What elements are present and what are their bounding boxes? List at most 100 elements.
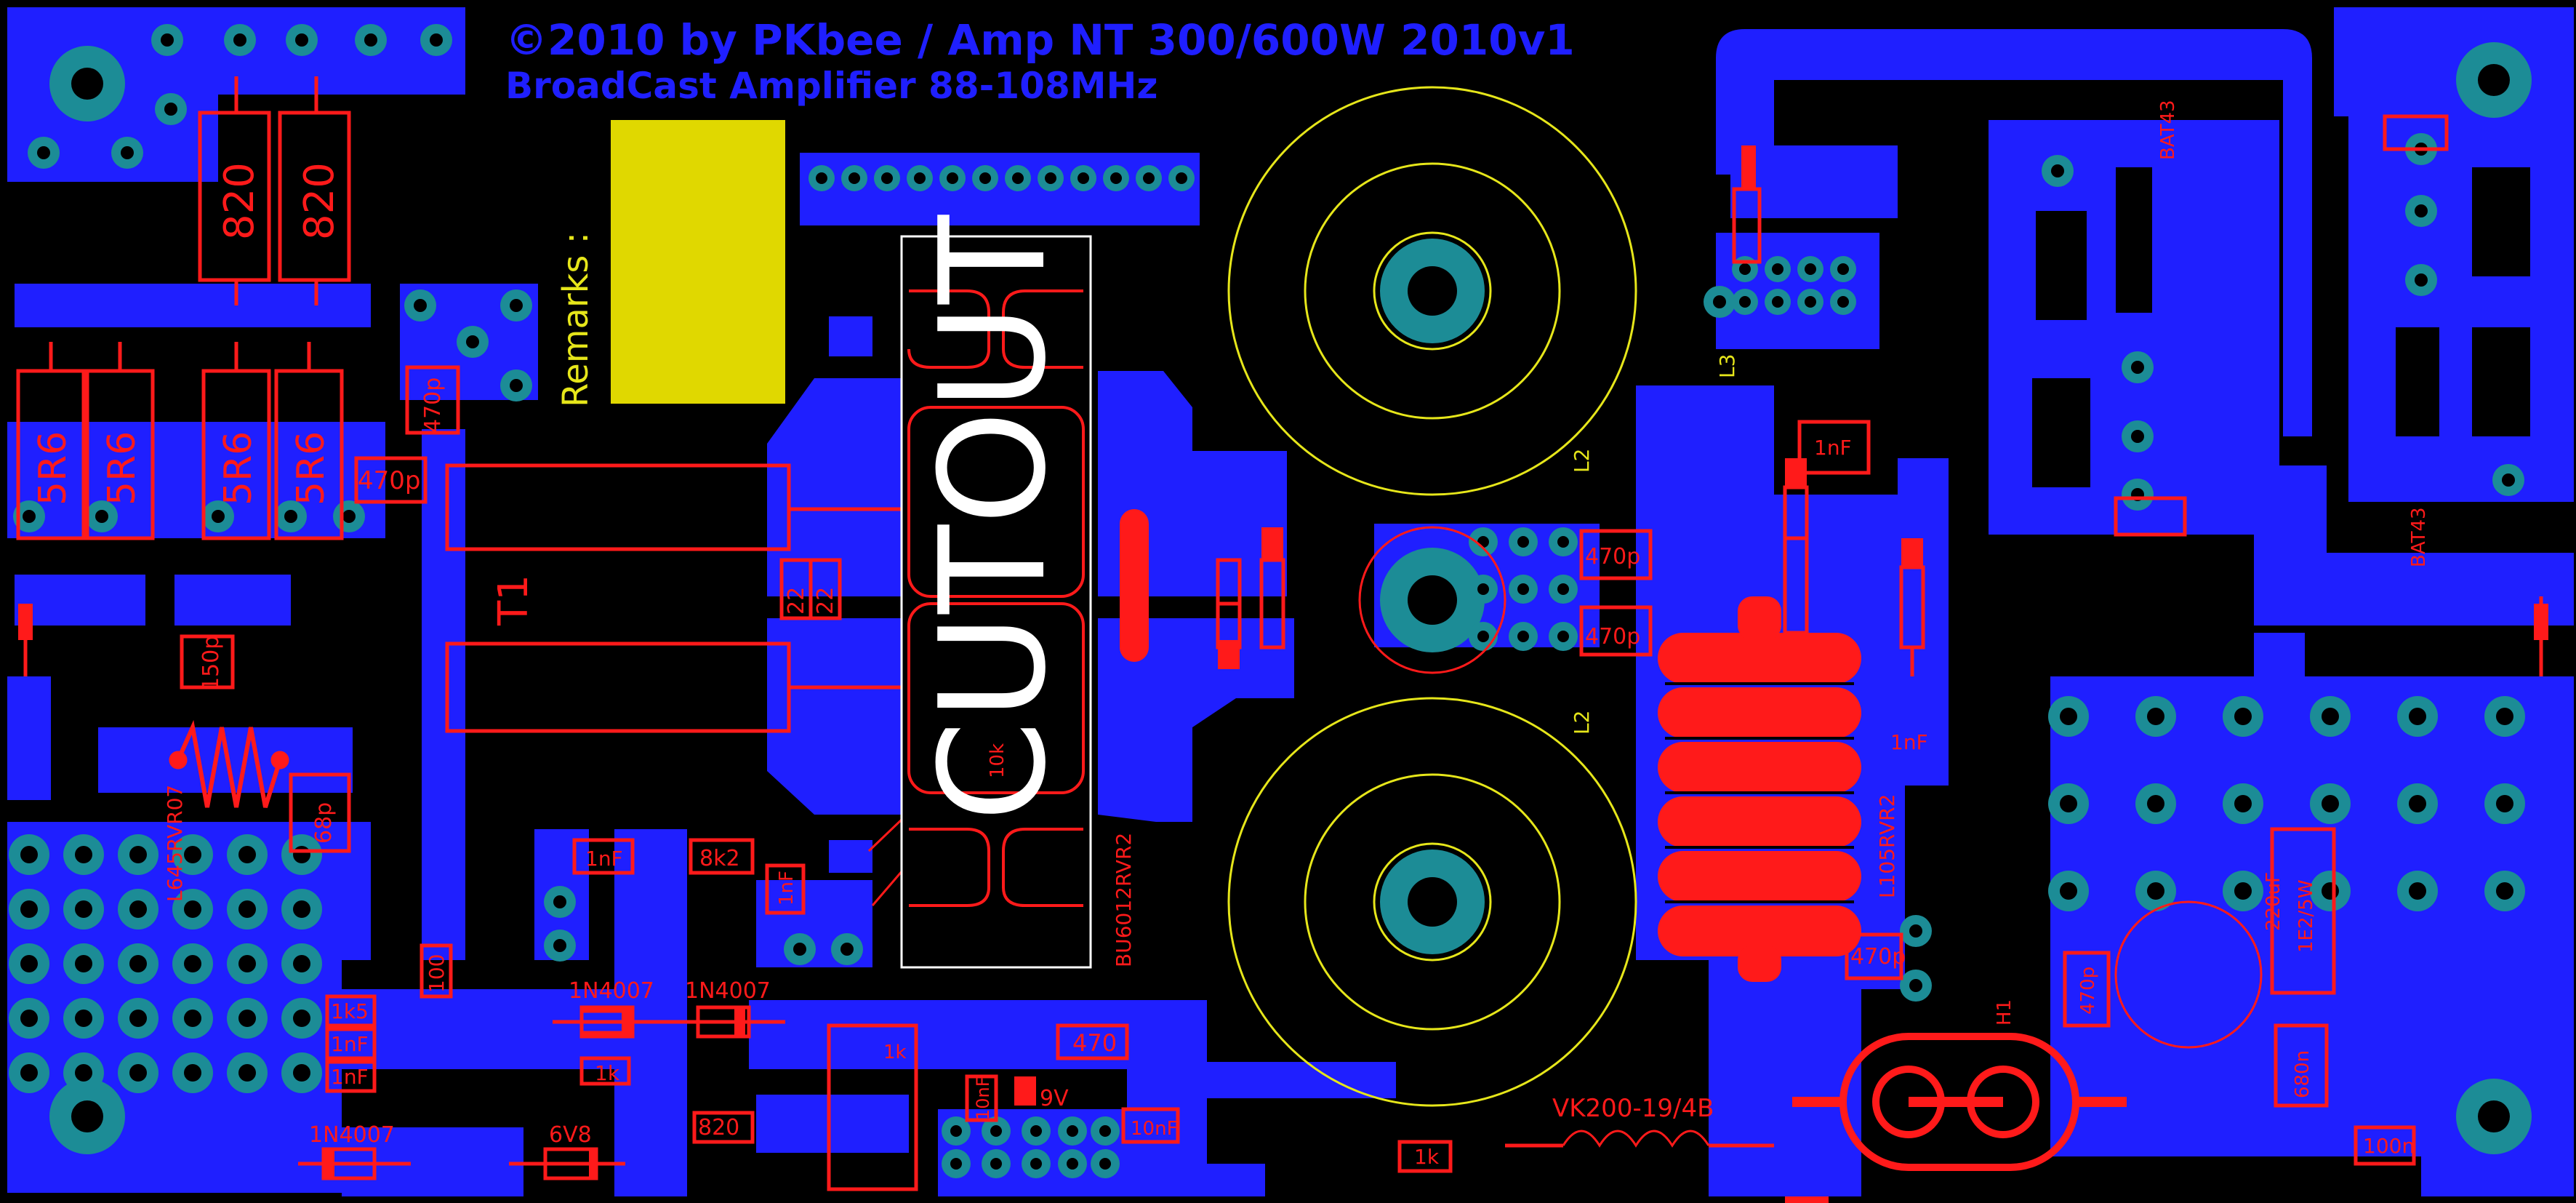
pad-hole [342,510,356,523]
pad-hole [1739,263,1751,275]
label-d2: 1N4007 [685,978,771,1004]
component-labels: 820 820 5R6 5R6 5R6 5R6 470p 470p T1 22 … [31,100,2430,1169]
pad-hole [1099,1125,1111,1137]
pad-hole [20,1064,38,1082]
pad-hole [2234,708,2252,725]
pad-hole [1772,296,1783,308]
pad-hole [1477,583,1489,595]
pad-hole [1517,536,1529,548]
pad-hole [75,1010,92,1027]
pad-hole [1805,263,1816,275]
pad-hole [881,172,893,184]
pad-hole [553,895,566,908]
label-r5r6d: 5R6 [289,431,333,505]
pad-hole [2051,164,2064,177]
pad-hole [1067,1125,1078,1137]
pad-hole [293,1010,310,1027]
pad-hole [75,955,92,972]
pad-hole [1078,172,1089,184]
label-c470p-h: 470p [358,466,420,495]
pad-hole [1477,536,1489,548]
label-d3: 1N4007 [309,1122,395,1148]
pad-hole [2322,795,2339,812]
pad-hole [20,1010,38,1027]
pad-hole [293,846,310,863]
pad-hole [2147,708,2164,725]
pad-hole [184,955,201,972]
label-c150p: 150p [198,636,224,691]
pad-hole [1030,1158,1042,1170]
pad-hole [20,955,38,972]
label-c10nf-a: 10nF [973,1076,993,1120]
pad-hole [164,103,177,116]
pad-hole [947,172,958,184]
pad-hole [129,1010,147,1027]
pad-hole [129,1064,147,1082]
pad-hole [129,900,147,918]
label-c100n: 100n [2363,1134,2415,1158]
pad-hole [364,33,377,47]
label-l105: L105RVR2 [1875,794,1899,898]
pad-hole [466,335,479,348]
pad-hole [2496,795,2513,812]
pad-hole [129,955,147,972]
pad-hole [2131,361,2144,374]
label-c470p-b: 470p [1585,624,1640,650]
pad-hole [1557,583,1569,595]
cutout-area [900,235,1092,969]
label-c470p-d: 470p [2077,967,2099,1015]
pad-hole [1030,1125,1042,1137]
pad-hole [1909,924,1922,938]
label-l3: L3 [1715,354,1739,378]
pad-hole [2060,882,2077,900]
remarks-box [611,120,785,404]
label-c1nf-c: 1nF [331,1032,369,1056]
board-title: ©2010 by PKbee / Amp NT 300/600W 2010v1 [505,15,1575,65]
label-bat2: BAT43 [2408,507,2430,567]
pad-hole [184,1010,201,1027]
label-l64: L645RVR07 [163,785,187,902]
pad-hole [2409,882,2426,900]
label-r8k2: 8k2 [699,846,740,871]
remarks-label: Remarks : [555,232,596,407]
pad-hole [184,900,201,918]
pad-hole [20,846,38,863]
pad-hole [238,1064,256,1082]
label-r1e2: 1E2/5W [2295,879,2317,953]
pad-hole [848,172,860,184]
pad-hole [2060,708,2077,725]
coil-gaps [1665,682,1854,903]
pad-hole [75,1064,92,1082]
pad-hole [295,33,308,47]
pad-hole [1557,631,1569,642]
pad-hole [2234,795,2252,812]
pad-hole [233,33,246,47]
pad-hole [2060,795,2077,812]
pad-hole [840,943,854,956]
label-c1nf-d: 1nF [331,1065,369,1089]
pad-hole [293,1064,310,1082]
label-r100: 100 [425,954,449,993]
label-r5r6c: 5R6 [217,431,260,505]
pad-hole [293,900,310,918]
pad-hole [979,172,991,184]
pad-hole [1517,583,1529,595]
label-r5r6a: 5R6 [31,431,75,505]
label-r820a: 820 [216,162,263,240]
pad-hole [1772,263,1783,275]
label-c1nf-f: 1nF [1890,730,1928,754]
label-d1: 1N4007 [569,978,654,1004]
label-l2a: L2 [1570,449,1594,473]
pad-hole [1110,172,1122,184]
pad-hole [95,510,108,523]
pad-hole [184,846,201,863]
label-r820b: 820 [296,162,343,240]
pad-hole [2496,882,2513,900]
pad-hole [414,299,427,312]
pad-hole [816,172,827,184]
label-c1nf-a: 1nF [585,847,623,871]
pad-hole [1909,979,1922,992]
pad-hole [238,846,256,863]
pad-hole [1067,1158,1078,1170]
